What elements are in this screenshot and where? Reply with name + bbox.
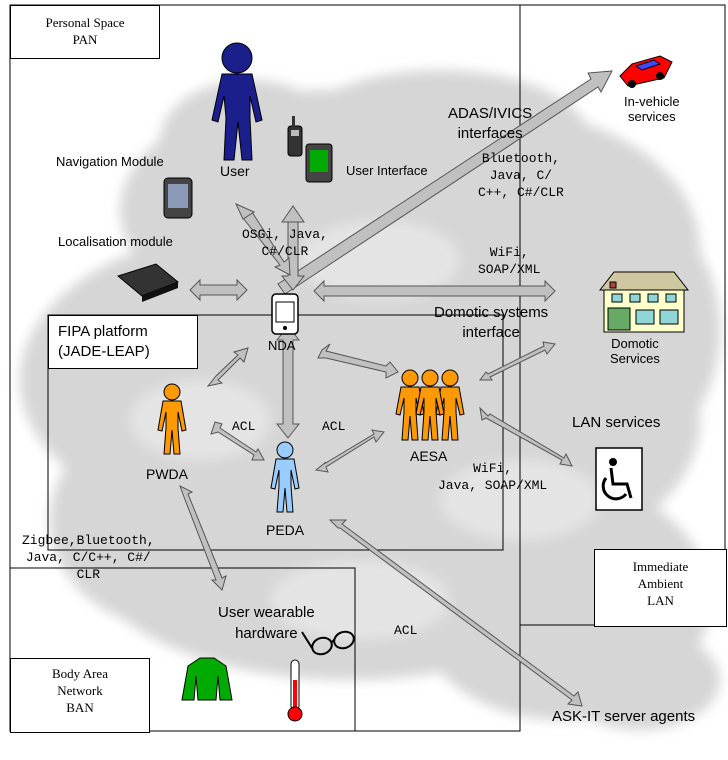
house-icon: [598, 271, 690, 333]
domotic-if-line2: interface: [462, 324, 520, 341]
wearable-jacket-icon: [181, 657, 233, 701]
thermometer-icon: [287, 659, 303, 722]
in-vehicle-line2: services: [627, 109, 676, 124]
ban-line2: Network: [57, 683, 103, 698]
pan-label-box: Personal Space PAN: [10, 5, 160, 59]
arrow-nda-pwda: [206, 347, 249, 387]
lan-label-box: Immediate Ambient LAN: [594, 549, 727, 627]
user-figure: [211, 42, 263, 161]
arrow-aesa-lan: [479, 406, 573, 467]
user-interface-device-icon: [305, 143, 333, 183]
domotic-protocol-label: WiFi, SOAP/XML: [478, 244, 540, 278]
ban-line1: Body Area: [52, 666, 108, 681]
acl-server-label: ACL: [394, 623, 418, 638]
arrow-aesa-domotic: [479, 341, 556, 381]
domotic-if-line1: Domotic systems: [434, 304, 549, 321]
lan-line2: Ambient: [637, 576, 684, 591]
adas-line1: ADAS/IVICS: [448, 105, 533, 122]
localisation-module-icon: [116, 263, 179, 302]
ban-label-box: Body Area Network BAN: [10, 658, 150, 733]
ui-protocol-line2: C#/CLR: [261, 244, 309, 259]
lan-protocol-line2: Java, SOAP/XML: [438, 478, 548, 493]
domotic-interface-label: Domotic systems interface: [434, 303, 548, 343]
arrow-nda-user: [242, 211, 291, 276]
peda-figure: [270, 441, 300, 513]
wearable-hardware-label: User wearable hardware: [218, 602, 315, 644]
ban-protocol-line2: Java, C/C++, C#/: [25, 550, 151, 565]
fipa-title-line1: FIPA platform: [58, 323, 148, 340]
arrow-nda-user-tip: [234, 203, 256, 220]
domotic-services-line1: Domotic: [611, 336, 659, 351]
lan-services-label: LAN services: [572, 414, 661, 431]
localisation-module-label: Localisation module: [58, 234, 173, 249]
arrow-pwda-wearable: [179, 484, 227, 591]
ui-protocol-label: OSGi, Java, C#/CLR: [242, 226, 328, 260]
navigation-pda-icon: [163, 177, 193, 219]
arrow-nda-ui: [280, 221, 306, 291]
navigation-module-label: Navigation Module: [56, 154, 164, 169]
arrow-nda-vehicle: [277, 70, 613, 295]
cloud-background: [20, 70, 720, 730]
ban-protocol-line1: Zigbee,Bluetooth,: [22, 533, 155, 548]
arrow-nda-localisation: [189, 278, 248, 302]
user-label: User: [220, 163, 250, 179]
pwda-figure: [157, 383, 187, 455]
car-icon: [619, 55, 673, 88]
arrows: [179, 70, 613, 707]
ban-zone-border: [9, 567, 356, 732]
adas-ivics-label: ADAS/IVICS interfaces: [448, 104, 532, 144]
domotic-services-line2: Services: [610, 351, 660, 366]
wheelchair-accessibility-icon: [595, 447, 643, 511]
wearable-line1: User wearable: [218, 604, 315, 621]
wearable-line2: hardware: [235, 625, 298, 642]
nda-label: NDA: [268, 338, 296, 353]
vehicle-protocol-line1: Bluetooth,: [481, 151, 560, 166]
aesa-label: AESA: [410, 448, 448, 464]
glasses-icon: [301, 630, 355, 656]
lan-line1: Immediate: [632, 559, 689, 574]
adas-line2: interfaces: [457, 125, 523, 142]
vehicle-protocol-line2: Java, C/: [489, 168, 553, 183]
arrow-peda-server: [328, 519, 583, 707]
vehicle-protocol-label: Bluetooth, Java, C/ C++, C#/CLR: [478, 150, 564, 201]
arrow-nda-ui-top: [281, 205, 305, 223]
vehicle-protocol-line3: C++, C#/CLR: [478, 185, 564, 200]
acl-right-label: ACL: [322, 419, 346, 434]
lan-line3: LAN: [647, 593, 674, 608]
server-agents-label: ASK-IT server agents: [552, 708, 696, 725]
user-interface-label: User Interface: [346, 163, 428, 178]
aesa-group-figure: [395, 369, 465, 441]
arrow-pwda-peda: [210, 421, 265, 461]
peda-label: PEDA: [266, 522, 305, 538]
fipa-label-box: FIPA platform (JADE-LEAP): [48, 315, 198, 369]
domotic-services-label: Domotic Services: [610, 336, 660, 366]
pan-sub: PAN: [72, 32, 98, 47]
in-vehicle-label: In-vehicle services: [624, 94, 680, 124]
acl-left-label: ACL: [232, 419, 256, 434]
arrow-peda-aesa: [314, 429, 385, 473]
domotic-protocol-line1: WiFi,: [489, 245, 529, 260]
ban-protocol-line3: CLR: [76, 567, 101, 582]
mobile-phone-icon: [287, 116, 303, 157]
ban-line3: BAN: [66, 700, 94, 715]
arrow-nda-aesa: [317, 343, 399, 379]
domotic-protocol-line2: SOAP/XML: [478, 262, 541, 277]
fipa-title-line2: (JADE-LEAP): [58, 343, 150, 360]
ban-protocol-label: Zigbee,Bluetooth, Java, C/C++, C#/ CLR: [22, 532, 155, 583]
nda-pda-icon: [271, 293, 299, 335]
pan-title: Personal Space: [45, 15, 125, 30]
in-vehicle-line1: In-vehicle: [624, 94, 680, 109]
lan-protocol-line1: WiFi,: [473, 461, 513, 476]
pwda-label: PWDA: [146, 466, 188, 482]
arrow-nda-domotic: [313, 279, 556, 303]
ui-protocol-line1: OSGi, Java,: [242, 227, 328, 242]
lan-protocol-label: WiFi, Java, SOAP/XML: [438, 460, 547, 494]
